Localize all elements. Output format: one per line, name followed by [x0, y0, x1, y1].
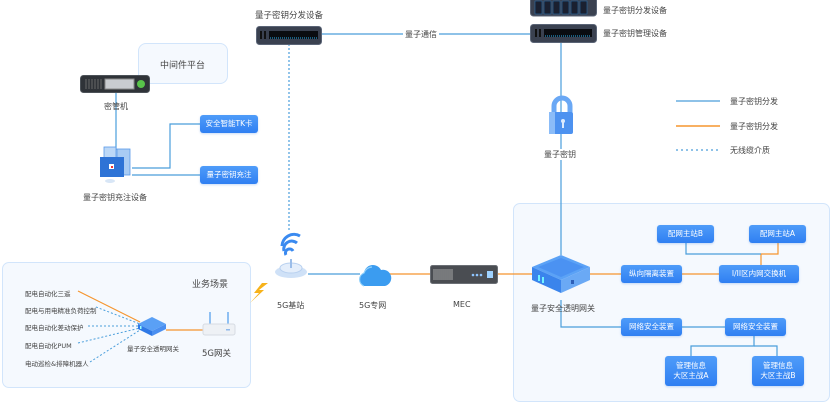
right-gateway-icon	[532, 255, 590, 293]
mec-icon	[430, 265, 498, 284]
scenario-line-5	[89, 329, 141, 363]
net-security-box-1: 网络安全装置	[621, 318, 682, 336]
scenario-line-1	[77, 290, 141, 323]
scenario-line-4	[77, 327, 141, 344]
business-gateway-icon	[138, 317, 166, 336]
isolation-device-box: 纵向隔离装置	[621, 265, 682, 283]
private-net-label: 5G专网	[359, 301, 387, 310]
lock-icon	[549, 95, 573, 134]
key-manager-icon	[80, 75, 150, 93]
mec-label: MEC	[453, 300, 471, 309]
quantum-key-label: 量子密钥	[544, 149, 576, 160]
legend-label-2: 量子密钥分发	[730, 122, 778, 131]
charge-device-icon	[100, 146, 131, 183]
5g-gateway-label: 5G网关	[202, 349, 231, 359]
inner-switch-box: I/II区内网交换机	[719, 265, 799, 283]
net-security-box-2: 网络安全装置	[725, 318, 786, 336]
cloud-icon	[359, 265, 392, 287]
master-b-link-line	[685, 243, 761, 255]
tk-card-box: 安全智能TK卡	[200, 115, 258, 133]
quantum-comm-label: 量子通信	[403, 29, 439, 40]
netsec-to-mgmt-line	[690, 335, 755, 356]
km-device-icon	[530, 24, 597, 43]
scenario-item-3: 配电自动化差动保护	[25, 324, 84, 332]
legend-label-3: 无线缆介质	[730, 146, 770, 155]
scenario-item-1: 配电自动化三遥	[25, 290, 71, 298]
charge-device-label: 量子密钥充注设备	[83, 193, 147, 202]
scenario-line-2	[95, 306, 141, 325]
right-gateway-label: 量子安全透明网关	[531, 304, 595, 313]
scenario-item-5: 电动巡检&排障机器人	[25, 360, 89, 368]
lightning-icon	[250, 283, 268, 303]
master-station-a-box: 配网主站A	[749, 225, 806, 243]
key-charge-box: 量子密钥充注	[200, 166, 258, 184]
km-device-label: 量子密钥管理设备	[603, 29, 667, 38]
master-station-b-box: 配网主站B	[657, 225, 714, 243]
switch-to-master-a-line	[760, 243, 779, 266]
middleware-panel	[138, 43, 228, 84]
mgmt-info-a-box: 管理信息 大区主战A	[665, 356, 717, 386]
business-gateway-label: 量子安全透明网关	[127, 345, 179, 353]
base-station-label: 5G基站	[277, 301, 305, 310]
mgmt-info-b-box: 管理信息 大区主战B	[752, 356, 804, 386]
scenario-item-2: 配电与用电精准负荷控制	[25, 307, 97, 315]
kd-device-left-icon	[256, 26, 322, 45]
business-title: 业务场景	[192, 280, 229, 290]
charge-device-line	[132, 123, 201, 169]
scenario-item-4: 配电自动化PUM	[25, 342, 72, 350]
kd-device-left-label: 量子密钥分发设备	[255, 11, 324, 21]
kd-device-right-icon	[530, 0, 597, 17]
gateway-to-netsec-line	[560, 300, 622, 328]
middleware-label: 中间件平台	[160, 61, 206, 71]
base-station-icon	[275, 232, 307, 278]
5g-gateway-icon	[202, 312, 236, 336]
kd-device-right-label: 量子密钥分发设备	[603, 6, 667, 15]
legend-label-1: 量子密钥分发	[730, 97, 778, 106]
key-manager-label: 密管机	[104, 102, 128, 111]
